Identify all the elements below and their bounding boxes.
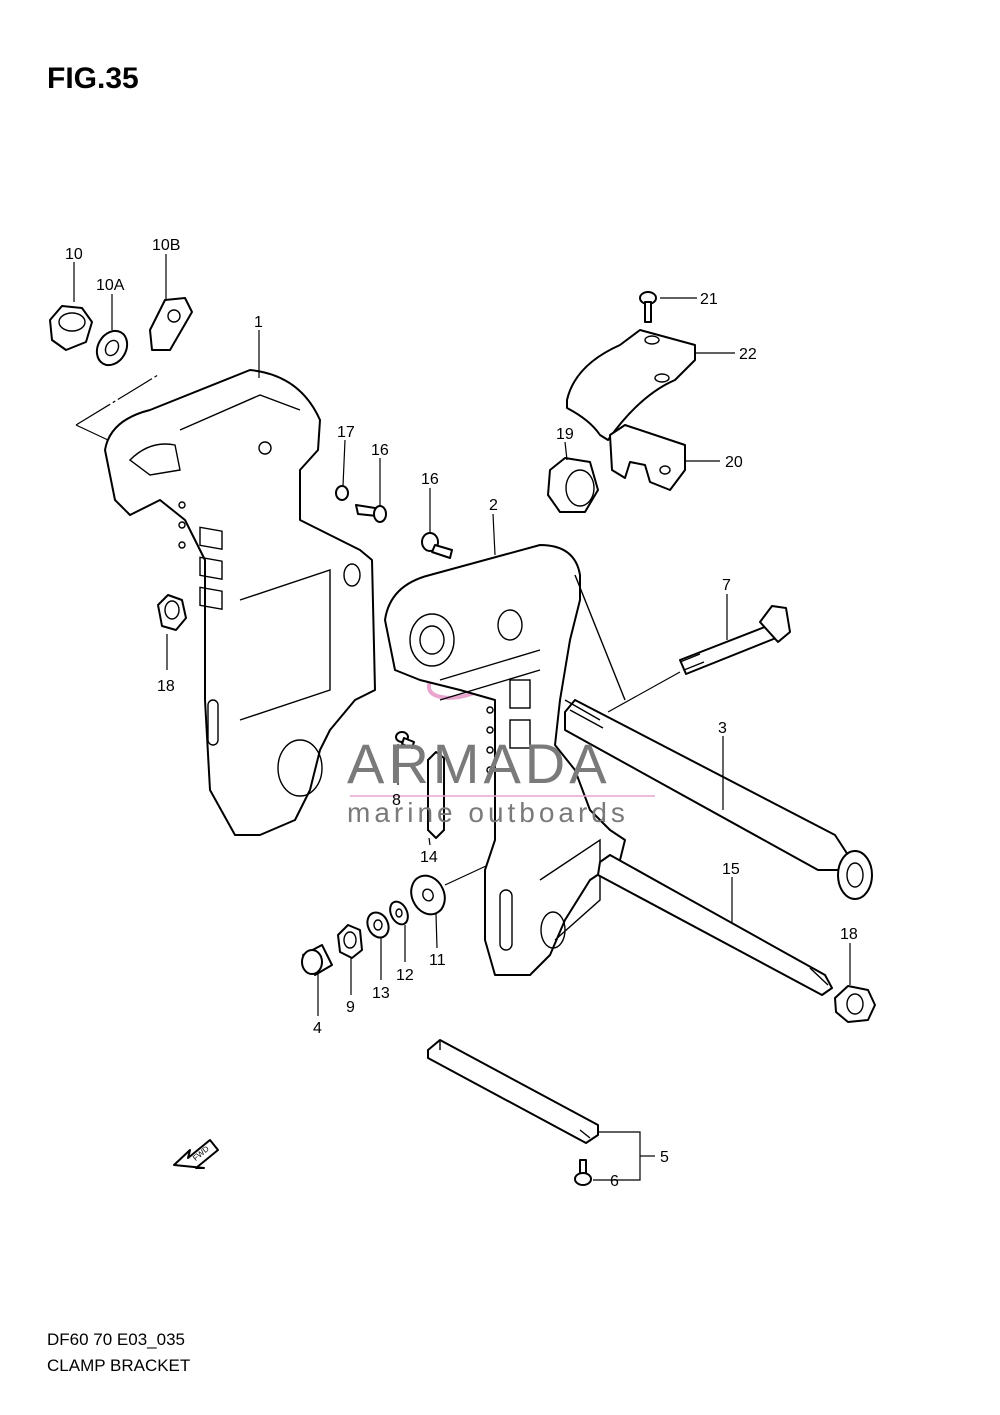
part-1-clamp-bracket xyxy=(104,369,376,836)
label-11: 11 xyxy=(429,952,446,969)
label-10: 10 xyxy=(65,246,83,263)
part-9-nut xyxy=(337,924,363,959)
label-4: 4 xyxy=(313,1020,322,1037)
part-16-bolt-upper xyxy=(355,504,387,523)
part-6-bolt xyxy=(574,1159,592,1186)
part-16-bolt-lower xyxy=(421,532,453,559)
label-7: 7 xyxy=(722,577,731,594)
part-13-washer xyxy=(366,911,390,939)
label-10a: 10A xyxy=(96,277,125,294)
part-18-collar-right xyxy=(834,985,876,1023)
label-17: 17 xyxy=(337,424,355,441)
label-20: 20 xyxy=(725,454,743,471)
part-4-bushing xyxy=(301,944,333,976)
part-20-holder xyxy=(609,424,686,491)
label-16-lower: 16 xyxy=(421,471,439,488)
part-21-bolt xyxy=(639,291,657,323)
label-9: 9 xyxy=(346,999,355,1016)
label-18-right: 18 xyxy=(840,926,858,943)
exploded-guide-line-1 xyxy=(75,374,159,441)
label-5: 5 xyxy=(660,1149,669,1166)
part-14-clip xyxy=(427,751,445,839)
part-3-tilt-tube xyxy=(564,699,873,900)
part-10-nut xyxy=(49,305,93,351)
leader-lines xyxy=(73,254,851,1181)
label-13: 13 xyxy=(372,985,390,1002)
fwd-arrow: FWD xyxy=(173,1139,219,1169)
label-1: 1 xyxy=(254,314,263,331)
footer-diagram-code: DF60 70 E03_035 xyxy=(47,1330,185,1349)
label-2: 2 xyxy=(489,497,498,514)
part-19-grommet xyxy=(547,457,599,513)
part-11-washer xyxy=(410,874,446,916)
label-22: 22 xyxy=(739,346,757,363)
part-17-washer xyxy=(335,485,349,501)
part-2-clamp-bracket xyxy=(384,544,626,976)
label-16-upper: 16 xyxy=(371,442,389,459)
label-3: 3 xyxy=(718,720,727,737)
part-22-cover xyxy=(566,329,696,441)
part-5-plate xyxy=(427,1039,599,1144)
label-14: 14 xyxy=(420,849,438,866)
watermark-brand: ARMADA xyxy=(347,732,611,795)
part-12-washer xyxy=(389,900,409,926)
label-12: 12 xyxy=(396,967,414,984)
label-8: 8 xyxy=(392,792,401,809)
label-10b: 10B xyxy=(152,237,180,254)
label-18-left: 18 xyxy=(157,678,175,695)
part-7-bolt xyxy=(679,605,791,675)
label-15: 15 xyxy=(722,861,740,878)
label-21: 21 xyxy=(700,291,718,308)
part-15-rod xyxy=(597,854,833,996)
figure-title: FIG.35 xyxy=(47,62,139,95)
label-19: 19 xyxy=(556,426,574,443)
part-8-bolt xyxy=(395,731,415,749)
footer-diagram-name: CLAMP BRACKET xyxy=(47,1356,191,1375)
watermark: ARMADA marine outboards xyxy=(347,732,655,828)
part-18-collar-left xyxy=(157,594,187,631)
part-labels: 10 10A 10B 1 21 22 17 16 16 19 20 2 7 18… xyxy=(65,237,858,1190)
part-10a-washer xyxy=(95,329,129,367)
label-6: 6 xyxy=(610,1173,619,1190)
part-10b-plate xyxy=(149,297,193,351)
watermark-tagline: marine outboards xyxy=(347,797,629,828)
